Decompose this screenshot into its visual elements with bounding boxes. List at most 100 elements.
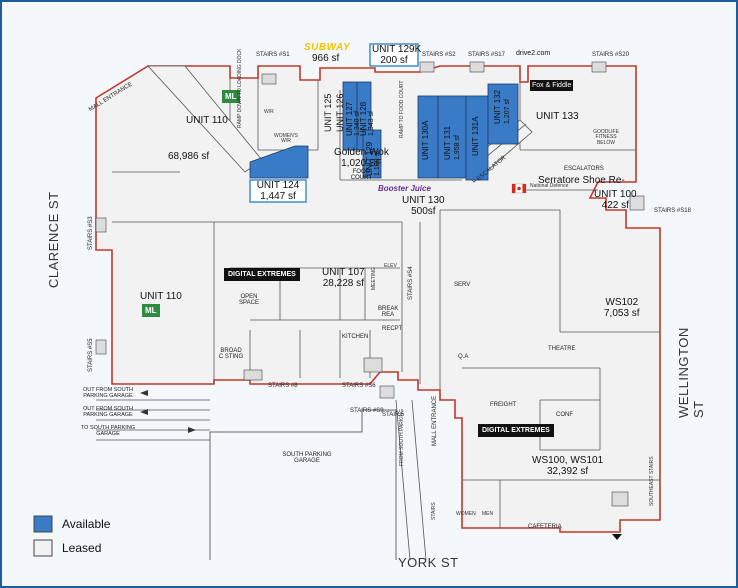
unit-132-area: 1,207 sf: [504, 99, 511, 124]
unit-129-shape: [362, 129, 382, 179]
golden-wok-name: Golden Wok: [334, 147, 389, 158]
elev-label: ELEV: [384, 263, 397, 269]
digital-extremes-logo-bottom: DIGITAL EXTREMES: [478, 424, 554, 437]
ws100-label: WS100, WS101 32,392 sf: [532, 455, 604, 477]
street-clarence: CLARENCE ST: [46, 191, 61, 288]
ws102-label: WS102 7,053 sf: [604, 297, 640, 319]
ws102-area: 7,053 sf: [604, 307, 640, 319]
golden-wok-line2: COURT: [350, 175, 373, 182]
golden-wok-line1: FOOD: [352, 169, 371, 175]
golden-wok-area: 1,020 SF: [341, 157, 382, 169]
womens-wr-label: WOMEN'S W/R: [273, 133, 298, 145]
drive-logo: drive2.com: [516, 50, 551, 57]
unit-110-bottom-label: UNIT 110: [140, 291, 182, 302]
unit-125-label: UNIT 125: [323, 93, 333, 132]
unit-129k-box-shape: [369, 43, 419, 67]
women-label: WOMEN: [456, 511, 476, 517]
qa-label: Q.A: [458, 354, 469, 360]
stairs-s1-label: STAIRS #S1: [256, 52, 290, 58]
theatre-label: THEATRE: [548, 346, 576, 352]
unit-129k-area: 200 sf: [380, 54, 408, 66]
freight-label: FREIGHT: [490, 402, 517, 408]
unit-133-label: UNIT 133: [536, 111, 579, 122]
conf-label: CONF: [556, 412, 573, 418]
unit-100-label: UNIT 100 422 sf: [594, 189, 637, 211]
subway-area: 966 sf: [312, 53, 340, 64]
break-area-label: BREAK REA: [378, 306, 399, 319]
out-from-south-parking-1: OUT FROM SOUTH PARKING GARAGE: [82, 387, 133, 399]
unit-128-area: 1,343 sf: [368, 111, 375, 136]
legend-available-label: Available: [62, 517, 111, 531]
ramp-food-label: RAMP TO FOOD COURT: [399, 80, 405, 138]
mens-wr-label: W/R: [264, 109, 274, 115]
unit-129k-name: UNIT 129K: [372, 44, 422, 55]
to-south-parking: TO SOUTH PARKING GARAGE: [80, 425, 136, 437]
unit-124-name: UNIT 124: [256, 180, 300, 191]
subway-logo: SUBWAY: [304, 42, 351, 53]
unit-124-label: UNIT 124 1,447 sf: [252, 180, 304, 202]
digital-extremes-logo-top: DIGITAL EXTREMES: [224, 268, 300, 281]
stairs-s9-label: STAIRS #S9: [350, 408, 384, 414]
unit-100-name: UNIT 100: [594, 189, 637, 200]
ws100-area: 32,392 sf: [547, 465, 589, 477]
unit-130-name: UNIT 130: [402, 195, 445, 206]
serratore-label: Serratore Shoe Re-: [538, 175, 625, 186]
stair-glyphs: [95, 61, 645, 507]
unit-110-top-label: UNIT 110: [186, 115, 228, 126]
legend-leased-swatch: [33, 539, 53, 557]
open-space-label: OPEN SPACE: [239, 294, 259, 307]
unit-130-label: UNIT 130 500sf: [402, 195, 445, 217]
escalators-label: ESCALATORS: [564, 166, 604, 172]
west-wing: [95, 65, 661, 533]
unit-130-area: 500sf: [411, 205, 436, 217]
parking-arrows: [140, 390, 196, 433]
stairs-s18-label: STAIRS #S18: [654, 208, 691, 214]
ws100-name: WS100, WS101: [532, 455, 604, 466]
unit-110-area: 68,986 sf: [168, 151, 210, 162]
unit-132-shape: [487, 83, 519, 145]
golden-wok-label: Golden Wok 1,020 SF FOOD COURT: [334, 147, 389, 182]
stairs-s2-label: STAIRS #S2: [422, 52, 456, 58]
out-from-south-parking-2: OUT FROM SOUTH PARKING GARAGE: [82, 406, 133, 418]
south-parking-garage: [209, 409, 397, 560]
unit-107-label: UNIT 107 28,228 sf: [322, 267, 365, 289]
southeast-stairs-label: SOUTHEAST STAIRS: [649, 456, 655, 506]
unit-107-name: UNIT 107: [322, 267, 365, 278]
serv-label: SERV: [454, 282, 471, 288]
building-outline: [95, 65, 661, 533]
men-label: MEN: [482, 511, 494, 517]
stairs-s6-label: STAIRS #S6: [342, 383, 376, 389]
from-south-parking-label: FROM SOUTH PARKING: [399, 408, 405, 466]
broadcasting-label: BROAD C STING: [218, 348, 244, 361]
unit-131-area: 1,958 sf: [454, 135, 461, 160]
legend-available-swatch: [33, 515, 53, 533]
unit-124-box-shape: [249, 179, 307, 203]
booster-juice-logo: Booster Juice: [378, 184, 431, 193]
south-parking-garage-label: SOUTH PARKING GARAGE: [282, 452, 332, 465]
reception-label: RECPT: [382, 326, 403, 332]
ml-logo-top: ML: [222, 90, 240, 103]
stairs-s5-label: STAIRS #S5: [88, 338, 94, 372]
unit-131-label: UNIT 131: [443, 125, 452, 160]
unit-132-label: UNIT 132: [493, 89, 502, 124]
cafeteria-label: CAFETERIA: [528, 524, 562, 530]
stairs-s3-label: STAIRS #S3: [88, 216, 94, 250]
stairs-s20-label: STAIRS #S20: [592, 52, 629, 58]
unit-131a-label: UNIT 131A: [471, 116, 480, 156]
goodlife-label: GOODLIFE FITNESS BELOW: [593, 129, 619, 146]
mall-entrance-2-label: MALL ENTRANCE: [432, 395, 438, 446]
unit-107-area: 28,228 sf: [322, 277, 364, 289]
driveway-lines: [96, 399, 427, 561]
street-york: YORK ST: [398, 555, 459, 570]
stairs-s8-label: STAIRS #8: [268, 383, 298, 389]
kitchen-label: KITCHEN: [342, 334, 369, 340]
fox-fiddle-logo: Fox & Fiddle: [530, 80, 574, 92]
ramp-down-label: RAMP DOWN TO LOADING DOCK: [237, 48, 243, 128]
unit-131-shape: [437, 95, 467, 179]
unit-100-area: 422 sf: [601, 199, 629, 211]
legend-leased-label: Leased: [62, 541, 102, 555]
street-wellington: WELLINGTON ST: [676, 327, 706, 418]
ml-logo-bottom: ML: [142, 304, 160, 317]
